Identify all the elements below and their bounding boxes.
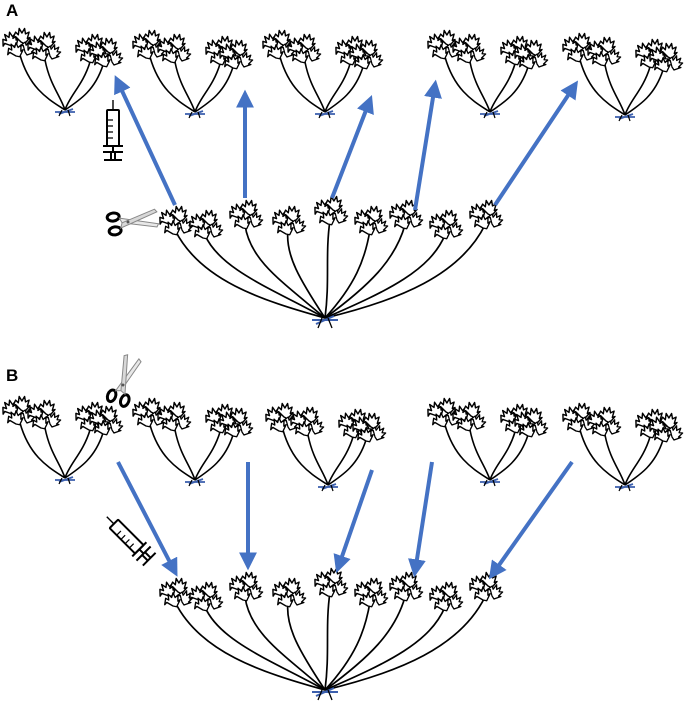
arrow-b5 <box>488 460 574 580</box>
scissors-icon <box>104 351 146 410</box>
arrow-a3 <box>330 94 374 199</box>
plant-b4 <box>424 399 550 487</box>
panel-a-label: A <box>6 1 19 20</box>
arrow-a5 <box>493 80 578 207</box>
arrow-b4 <box>408 461 434 578</box>
plant-b2 <box>129 399 255 487</box>
syringe-icon <box>102 99 124 161</box>
arrows-a <box>114 75 578 211</box>
plant-a2 <box>129 31 255 119</box>
plant-b1 <box>0 397 125 485</box>
panel-b-label: B <box>6 366 19 385</box>
arrows-b <box>116 460 574 580</box>
large-plant-b <box>156 569 505 701</box>
arrow-a1 <box>114 75 177 206</box>
arrow-b1 <box>116 461 178 577</box>
panel-b <box>0 351 685 701</box>
panel-a <box>0 29 685 329</box>
large-plant-a <box>156 197 505 329</box>
plant-a1 <box>0 29 125 117</box>
plant-b5 <box>559 404 685 492</box>
scissors-icon <box>105 205 161 238</box>
arrow-a4 <box>413 79 442 211</box>
arrow-b3 <box>333 469 374 574</box>
plant-a5 <box>559 34 685 122</box>
plant-a4 <box>424 31 550 119</box>
